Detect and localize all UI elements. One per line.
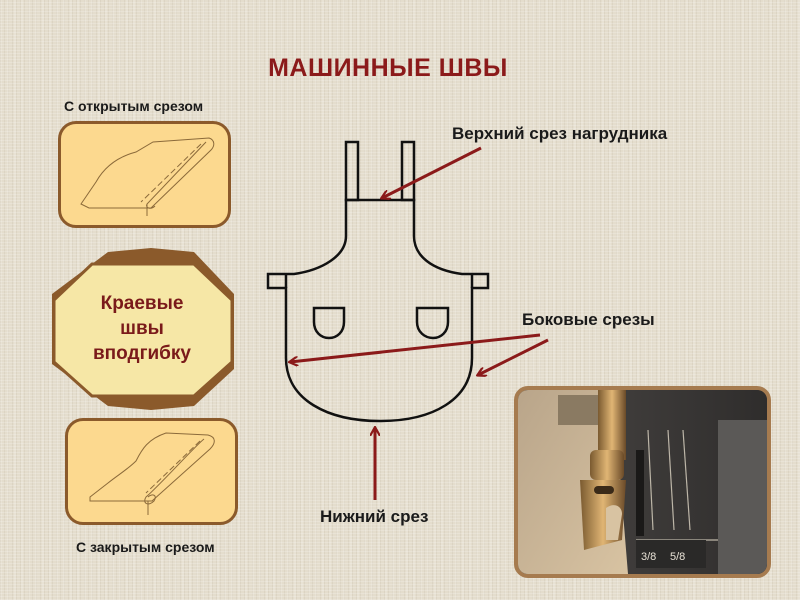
edge-seams-octagon bbox=[52, 248, 234, 410]
top-edge-label: Верхний срез нагрудника bbox=[452, 124, 668, 143]
sewing-machine-foot-image: 3/8 5/8 bbox=[518, 390, 767, 574]
closed-edge-card bbox=[65, 418, 238, 525]
plate-mark-3-8: 3/8 bbox=[641, 551, 656, 563]
apron-diagram bbox=[266, 140, 490, 423]
closed-edge-seam-illustration bbox=[89, 432, 215, 515]
edge-seams-label-line: вподгибку bbox=[93, 342, 191, 364]
edge-seams-label-line: швы bbox=[120, 317, 164, 339]
sewing-machine-photo: 3/8 5/8 bbox=[514, 386, 771, 578]
side-edges-label: Боковые срезы bbox=[522, 310, 655, 329]
top-edge-arrow bbox=[382, 146, 482, 198]
open-edge-card bbox=[58, 121, 231, 228]
open-edge-seam-illustration bbox=[80, 137, 215, 216]
apron-pocket-right bbox=[415, 306, 450, 340]
closed-edge-caption: С закрытым срезом bbox=[76, 539, 215, 555]
edge-seams-label-line: Краевые bbox=[100, 292, 184, 314]
apron-outline bbox=[266, 198, 490, 423]
plate-mark-5-8: 5/8 bbox=[670, 551, 685, 563]
bottom-edge-label: Нижний срез bbox=[320, 507, 429, 526]
side-edge-arrow-right bbox=[478, 338, 549, 375]
page-title: МАШИННЫЕ ШВЫ bbox=[268, 54, 508, 82]
apron-pocket-left bbox=[312, 306, 346, 340]
open-edge-caption: С открытым срезом bbox=[64, 98, 204, 114]
side-edge-arrow-left bbox=[290, 333, 541, 362]
edge-seams-label: Краевые швы вподгибку bbox=[52, 250, 232, 406]
